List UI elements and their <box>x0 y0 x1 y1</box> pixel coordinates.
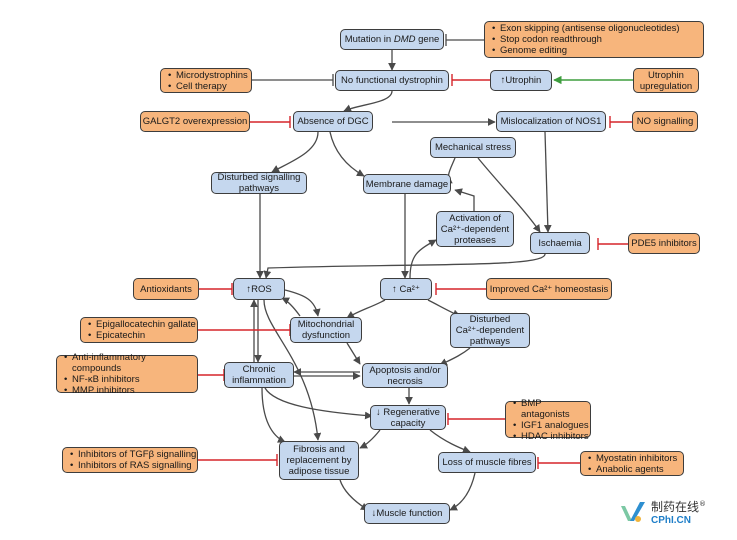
watermark-reg: ® <box>699 500 707 508</box>
node-membrane-damage: Membrane damage <box>363 174 451 194</box>
edge-ca-proteases <box>409 239 437 279</box>
edge-dgc-signalling <box>271 131 319 173</box>
therapy-item: NF-κB inhibitors <box>64 374 197 385</box>
therapy-item: HDAC inhibitors <box>513 431 590 442</box>
therapy-galgt2: GALGT2 overexpression <box>140 111 250 132</box>
node-mechanical-stress: Mechanical stress <box>430 137 516 158</box>
therapy-no-signalling: NO signalling <box>632 111 698 132</box>
therapy-item: Inhibitors of RAS signalling <box>70 460 196 471</box>
node-loss-muscle-fibres: Loss of muscle fibres <box>438 452 536 473</box>
edge-ischaemia-ros <box>263 253 546 279</box>
therapy-item: Stop codon readthrough <box>492 34 680 45</box>
watermark-en: CPhI.CN <box>651 515 691 526</box>
node-ischaemia: Ischaemia <box>530 232 590 254</box>
edge-dystrophin-dgc <box>343 90 393 112</box>
therapy-antioxidants: Antioxidants <box>133 278 199 300</box>
node-mutation-dmd: Mutation in DMD gene <box>340 29 444 50</box>
edge-ros-mito <box>284 289 321 317</box>
therapy-item: IGF1 analogues <box>513 420 590 431</box>
edge-chronic-fibrosis <box>261 387 286 443</box>
edge-loss-function <box>449 472 476 511</box>
therapy-item: Anabolic agents <box>588 464 677 475</box>
edge-mito-apoptosis <box>346 342 361 365</box>
edge-dgc-membrane <box>329 131 365 177</box>
therapy-pde5: PDE5 inhibitors <box>628 233 700 254</box>
edge-stress-ischaemia <box>477 157 541 233</box>
node-no-dystrophin: No functional dystrophin <box>335 70 449 91</box>
therapy-myostatin: Myostatin inhibitors Anabolic agents <box>580 451 684 476</box>
node-calcium: ↑ Ca²⁺ <box>380 278 432 300</box>
node-ros: ↑ROS <box>233 278 285 300</box>
therapy-anti-inflammatory: Anti-inflammatory compounds NF-κB inhibi… <box>56 352 198 396</box>
therapy-item: Anti-inflammatory compounds <box>64 352 197 374</box>
edge-ros-fibrosis <box>263 299 322 441</box>
node-muscle-function: ↓Muscle function <box>364 503 450 524</box>
cphi-logo-icon <box>621 502 645 522</box>
edge-ca-mito <box>346 299 386 319</box>
therapy-epigallocatechin: Epigallocatechin gallate Epicatechin <box>80 317 198 343</box>
node-mislocalization-nos1: Mislocalization of NOS1 <box>496 111 606 132</box>
therapy-improved-ca: Improved Ca²⁺ homeostasis <box>486 278 612 300</box>
therapy-item: Microdystrophins <box>168 70 248 81</box>
node-absence-dgc: Absence of DGC <box>293 111 373 132</box>
therapy-item: Inhibitors of TGFβ signalling <box>70 449 196 460</box>
edge-chronic-regenerative <box>264 387 373 420</box>
therapy-item: Exon skipping (antisense oligonucleotide… <box>492 23 680 34</box>
therapy-item: Myostatin inhibitors <box>588 453 677 464</box>
node-utrophin: ↑Utrophin <box>490 70 552 91</box>
edge-mito-ros <box>281 297 301 317</box>
cphi-watermark: 制药在线® CPhI.CN <box>618 497 706 527</box>
edge-regenerative-loss <box>429 429 471 454</box>
watermark-cn: 制药在线 <box>651 500 700 514</box>
therapy-item: Cell therapy <box>168 81 248 92</box>
therapy-microdystrophins: Microdystrophins Cell therapy <box>160 68 252 93</box>
therapy-item: Epicatechin <box>88 330 196 341</box>
therapy-bmp-antagonists: BMP antagonists IGF1 analogues HDAC inhi… <box>505 398 591 442</box>
therapy-item: Epigallocatechin gallate <box>88 319 196 330</box>
edge-proteases-membrane <box>454 188 475 212</box>
therapy-exon-skipping: Exon skipping (antisense oligonucleotide… <box>484 21 704 58</box>
edge-nos1-ischaemia <box>543 131 552 233</box>
edge-regenerative-fibrosis <box>359 429 381 449</box>
therapy-item: MMP inhibitors <box>64 385 197 396</box>
therapy-item: Genome editing <box>492 45 680 56</box>
therapy-tgfb-ras: Inhibitors of TGFβ signalling Inhibitors… <box>62 447 198 473</box>
therapy-item: BMP antagonists <box>513 398 590 420</box>
